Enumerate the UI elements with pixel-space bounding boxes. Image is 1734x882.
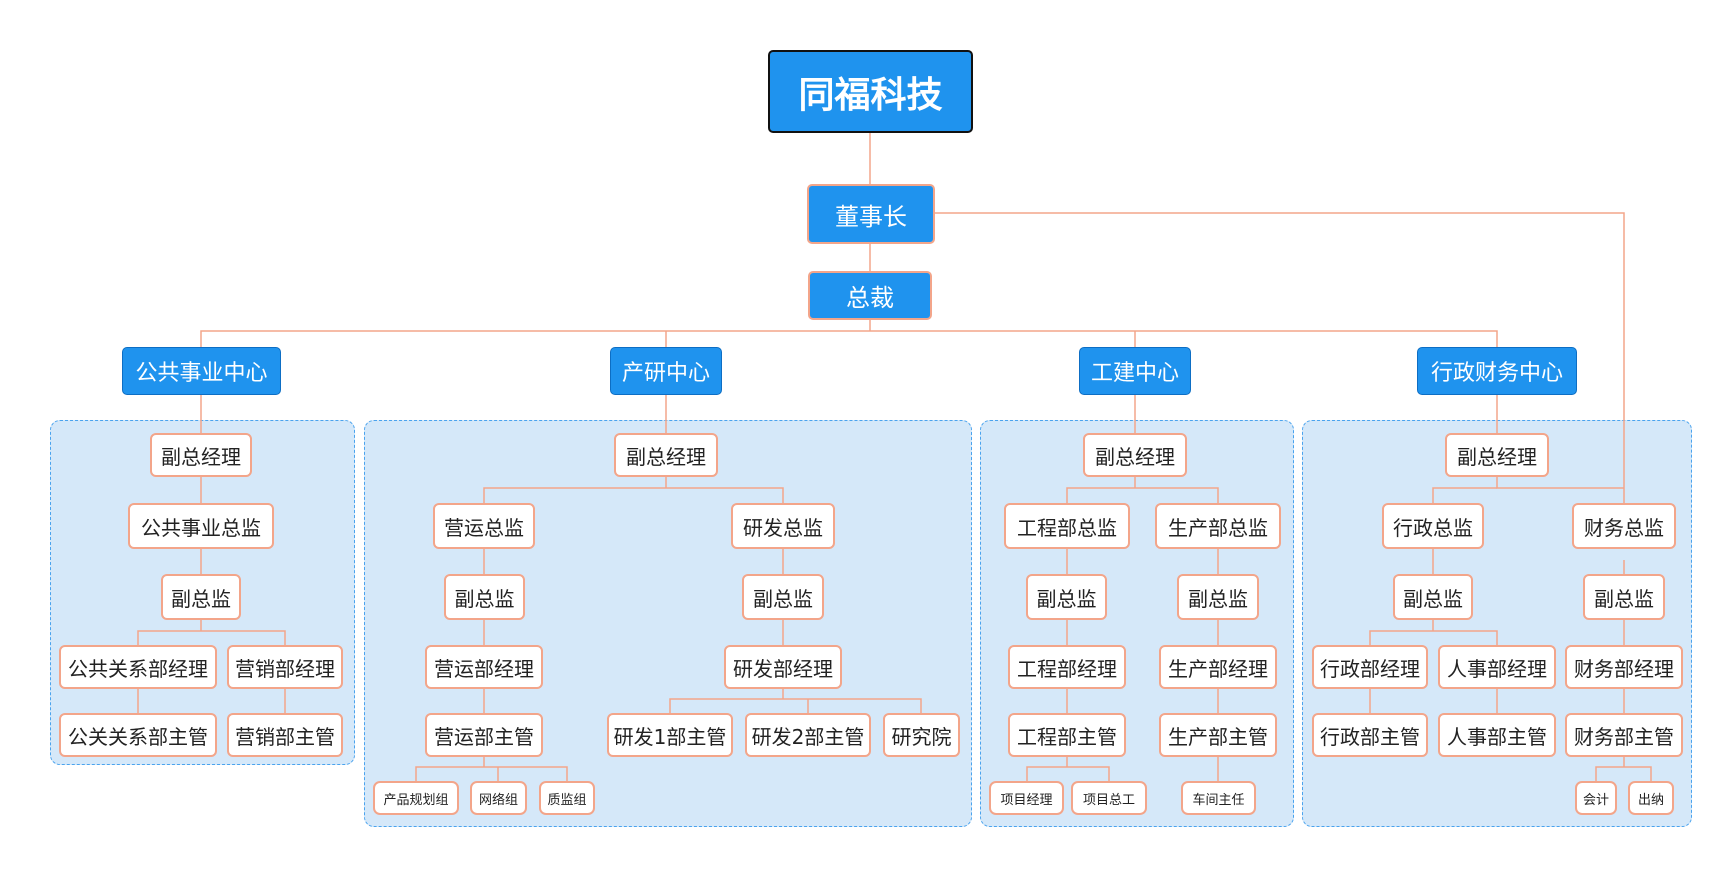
connector: [200, 330, 1498, 347]
rnd-center-node[interactable]: 产研中心: [610, 347, 722, 395]
public-deputy-node[interactable]: 副总监: [161, 574, 241, 620]
hr-supervisor-node[interactable]: 人事部主管: [1438, 713, 1556, 757]
workshop-director-node[interactable]: 车间主任: [1181, 781, 1256, 815]
connector: [137, 620, 286, 645]
ops-deputy-node[interactable]: 副总监: [444, 574, 525, 620]
connector: [1432, 487, 1497, 503]
accountant-node[interactable]: 会计: [1575, 781, 1617, 815]
prod-manager-node[interactable]: 生产部经理: [1159, 645, 1277, 689]
connector: [669, 689, 922, 713]
admin-manager-node[interactable]: 行政部经理: [1312, 645, 1428, 689]
research-institute-node[interactable]: 研究院: [883, 713, 960, 757]
rd2-supervisor-node[interactable]: 研发2部主管: [745, 713, 871, 757]
qa-group-node[interactable]: 质监组: [539, 781, 595, 815]
connector: [1595, 757, 1652, 781]
project-chief-engineer-node[interactable]: 项目总工: [1071, 781, 1147, 815]
product-planning-group-node[interactable]: 产品规划组: [373, 781, 459, 815]
finance-deputy-node[interactable]: 副总监: [1583, 574, 1665, 620]
admin-supervisor-node[interactable]: 行政部主管: [1312, 713, 1428, 757]
connector: [483, 477, 784, 503]
president-node[interactable]: 总裁: [808, 271, 932, 320]
connector: [1369, 620, 1498, 645]
hr-manager-node[interactable]: 人事部经理: [1438, 645, 1556, 689]
public-director-node[interactable]: 公共事业总监: [128, 503, 274, 549]
eng-director-node[interactable]: 工程部总监: [1004, 503, 1130, 549]
eng-supervisor-node[interactable]: 工程部主管: [1008, 713, 1126, 757]
public-center-node[interactable]: 公共事业中心: [122, 347, 281, 395]
chairman-node[interactable]: 董事长: [807, 184, 935, 244]
prod-deputy-node[interactable]: 副总监: [1177, 574, 1259, 620]
admin-director-node[interactable]: 行政总监: [1382, 503, 1484, 549]
admin-finance-center-node[interactable]: 行政财务中心: [1417, 347, 1577, 395]
connector: [1496, 477, 1624, 489]
cashier-node[interactable]: 出纳: [1628, 781, 1674, 815]
ops-manager-node[interactable]: 营运部经理: [425, 645, 543, 689]
eng-manager-node[interactable]: 工程部经理: [1008, 645, 1126, 689]
prod-director-node[interactable]: 生产部总监: [1155, 503, 1281, 549]
company-node[interactable]: 同福科技: [768, 50, 973, 133]
rd-deputy-node[interactable]: 副总监: [742, 574, 824, 620]
rd1-supervisor-node[interactable]: 研发1部主管: [607, 713, 733, 757]
connector-group: [137, 133, 1652, 781]
connector: [1066, 477, 1219, 503]
pr-supervisor-node[interactable]: 公关关系部主管: [59, 713, 217, 757]
eng-vp-node[interactable]: 副总经理: [1083, 433, 1187, 477]
network-group-node[interactable]: 网络组: [470, 781, 527, 815]
admin-deputy-node[interactable]: 副总监: [1393, 574, 1473, 620]
ops-supervisor-node[interactable]: 营运部主管: [425, 713, 543, 757]
connector: [935, 212, 1625, 516]
prod-supervisor-node[interactable]: 生产部主管: [1159, 713, 1277, 757]
pr-manager-node[interactable]: 公共关系部经理: [59, 645, 217, 689]
rd-director-node[interactable]: 研发总监: [731, 503, 835, 549]
eng-deputy-node[interactable]: 副总监: [1026, 574, 1107, 620]
project-manager-node[interactable]: 项目经理: [989, 781, 1064, 815]
finance-supervisor-node[interactable]: 财务部主管: [1565, 713, 1683, 757]
connector: [1026, 757, 1110, 781]
public-vp-node[interactable]: 副总经理: [150, 433, 252, 477]
finance-manager-node[interactable]: 财务部经理: [1565, 645, 1683, 689]
finance-director-node[interactable]: 财务总监: [1572, 503, 1676, 549]
rnd-vp-node[interactable]: 副总经理: [614, 433, 718, 477]
marketing-supervisor-node[interactable]: 营销部主管: [227, 713, 343, 757]
rd-manager-node[interactable]: 研发部经理: [724, 645, 842, 689]
admin-vp-node[interactable]: 副总经理: [1445, 433, 1549, 477]
engineering-center-node[interactable]: 工建中心: [1079, 347, 1191, 395]
connector: [415, 757, 568, 781]
marketing-manager-node[interactable]: 营销部经理: [227, 645, 343, 689]
ops-director-node[interactable]: 营运总监: [433, 503, 535, 549]
